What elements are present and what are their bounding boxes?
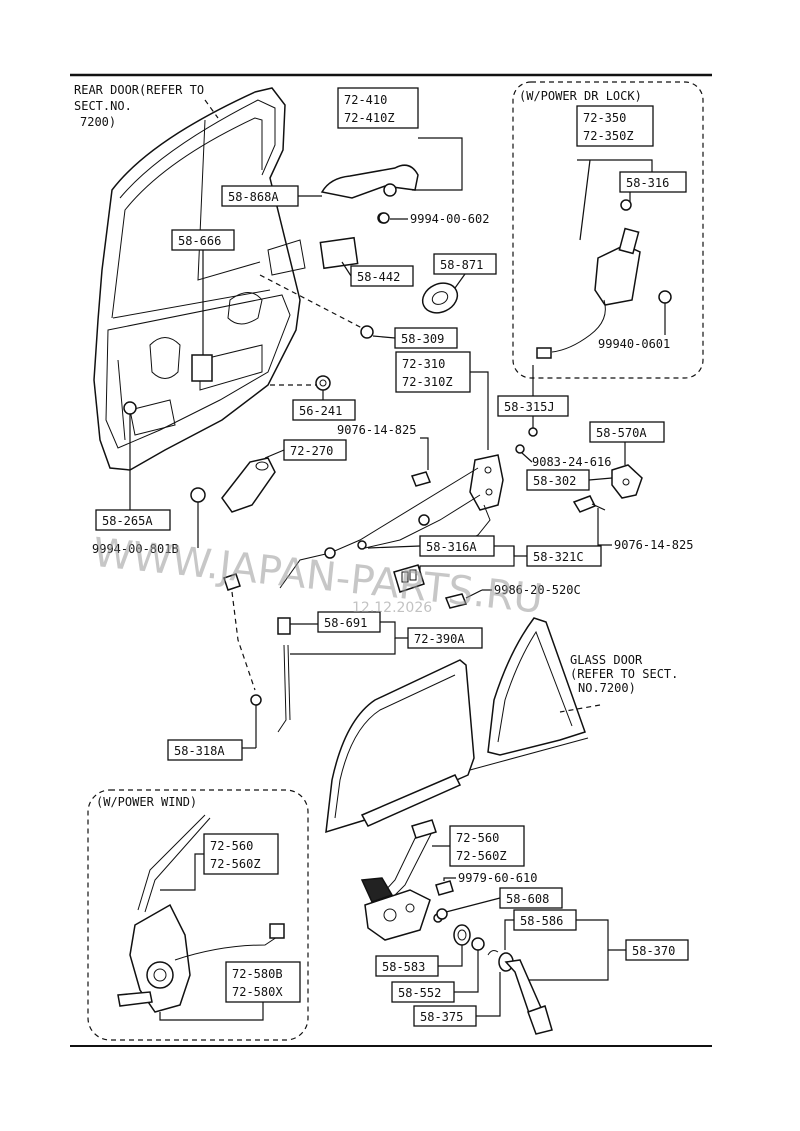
rear-door-drawing [93,87,359,471]
power-door-lock-group: (W/POWER DR LOCK) 72-350 72-350Z 58-316 … [512,81,704,396]
label-glass-door-1: GLASS DOOR [570,653,643,667]
part-58-666: 58-666 [171,229,235,355]
watermark-date: 12.12.2026 [352,600,432,616]
part-58-302: 58-302 [526,469,613,491]
part-58-608: 58-608 [436,887,563,920]
label-72-310z: 72-310Z [402,375,453,389]
label-9076-14-825-b: 9076-14-825 [614,538,693,552]
part-56-241: 56-241 [292,375,356,421]
label-72-350z: 72-350Z [583,129,634,143]
label-58-871: 58-871 [440,258,483,272]
part-9979-60-610: 9979-60-610 [435,871,537,896]
label-58-666: 58-666 [178,234,221,248]
part-9076-14-825-b: 9076-14-825 [572,495,693,552]
label-72-390a: 72-390A [414,632,465,646]
label-58-586: 58-586 [520,914,563,928]
part-58-309: 58-309 [360,325,458,349]
manual-regulator-drawing [360,819,443,941]
part-58-586: 58-586 [504,909,609,981]
label-72-580b: 72-580B [232,967,283,981]
label-58-321c: 58-321C [533,550,584,564]
lock-switch-drawing [393,564,425,593]
label-58-318a: 58-318A [174,744,225,758]
part-58-871: 58-871 [421,253,497,314]
glass-door-drawing [325,617,589,834]
label-58-570a: 58-570A [596,426,647,440]
label-power-wind: (W/POWER WIND) [96,795,197,809]
part-58-321c: 58-321C [526,545,602,567]
dashed-leaders [204,99,601,713]
label-power-dr-lock: (W/POWER DR LOCK) [519,89,642,103]
label-rear-door-3: 7200) [80,115,116,129]
label-58-375: 58-375 [420,1010,463,1024]
part-9986-20-520c: 9986-20-520C [444,583,581,609]
label-glass-door-3: NO.7200) [578,681,636,695]
part-58-552: 58-552 [391,950,479,1003]
part-58-370: 58-370 [608,939,689,961]
label-58-691: 58-691 [324,616,367,630]
part-72-310: 72-310 72-310Z [395,351,489,450]
part-72-270: 72-270 [221,439,347,513]
label-72-410z: 72-410Z [344,111,395,125]
label-72-560z-b: 72-560Z [456,849,507,863]
label-58-370: 58-370 [632,944,675,958]
part-58-375: 58-375 [413,972,501,1027]
part-58-318a: 58-318A [167,573,262,761]
power-window-group: (W/POWER WIND) 72-560 72-560Z 72-580B 72… [87,789,309,1041]
part-9083-24-616: 9083-24-616 [521,452,611,469]
label-72-560z-a: 72-560Z [210,857,261,871]
part-58-868a: 58-868A [221,185,322,207]
label-58-552: 58-552 [398,986,441,1000]
label-72-350: 72-350 [583,111,626,125]
label-58-315j: 58-315J [504,400,555,414]
label-58-316: 58-316 [626,176,669,190]
outside-handle-drawing [320,164,419,224]
label-72-270: 72-270 [290,444,333,458]
label-72-560-b: 72-560 [456,831,499,845]
label-9986-20-520c: 9986-20-520C [494,583,581,597]
label-58-608: 58-608 [506,892,549,906]
label-72-560-a: 72-560 [210,839,253,853]
label-rear-door-1: REAR DOOR(REFER TO [74,83,204,97]
label-rear-door-2: SECT.NO. [74,99,132,113]
label-9994-00-602: 9994-00-602 [410,212,489,226]
part-9994-00-602: 9994-00-602 [378,212,489,226]
label-72-310: 72-310 [402,357,445,371]
part-58-442: 58-442 [341,261,414,287]
label-58-583: 58-583 [382,960,425,974]
part-58-691: 58-691 [277,611,381,635]
label-72-410: 72-410 [344,93,387,107]
label-9994-00-801b: 9994-00-801B [92,542,179,556]
label-9076-14-825-a: 9076-14-825 [337,423,416,437]
part-72-560-b: 72-560 72-560Z [432,825,525,867]
crank-handle-drawing [453,924,553,1035]
label-58-316a: 58-316A [426,540,477,554]
label-58-265a: 58-265A [102,514,153,528]
part-58-315j: 58-315J [497,395,569,437]
label-58-868a: 58-868A [228,190,279,204]
part-9994-00-801b: 9994-00-801B [92,487,206,556]
label-glass-door-2: (REFER TO SECT. [570,667,678,681]
label-72-580x: 72-580X [232,985,283,999]
part-58-570a: 58-570A [589,421,665,499]
part-58-265a: 58-265A [95,428,171,531]
part-9076-14-825-a: 9076-14-825 [337,423,432,487]
label-58-309: 58-309 [401,332,444,346]
rear-door-label: REAR DOOR(REFER TO SECT.NO. 7200) [74,83,204,129]
label-58-302: 58-302 [533,474,576,488]
label-99940-0601: 99940-0601 [598,337,670,351]
glass-door-label: GLASS DOOR (REFER TO SECT. NO.7200) [570,653,678,695]
label-9979-60-610: 9979-60-610 [458,871,537,885]
part-58-316a: 58-316A [367,535,527,575]
label-58-442: 58-442 [357,270,400,284]
part-58-583: 58-583 [375,945,463,977]
part-72-390a: 72-390A [277,621,483,733]
label-9083-24-616: 9083-24-616 [532,455,611,469]
part-72-410: 72-410 72-410Z [337,87,463,191]
label-56-241: 56-241 [299,404,342,418]
door-lock-drawing [279,444,525,589]
